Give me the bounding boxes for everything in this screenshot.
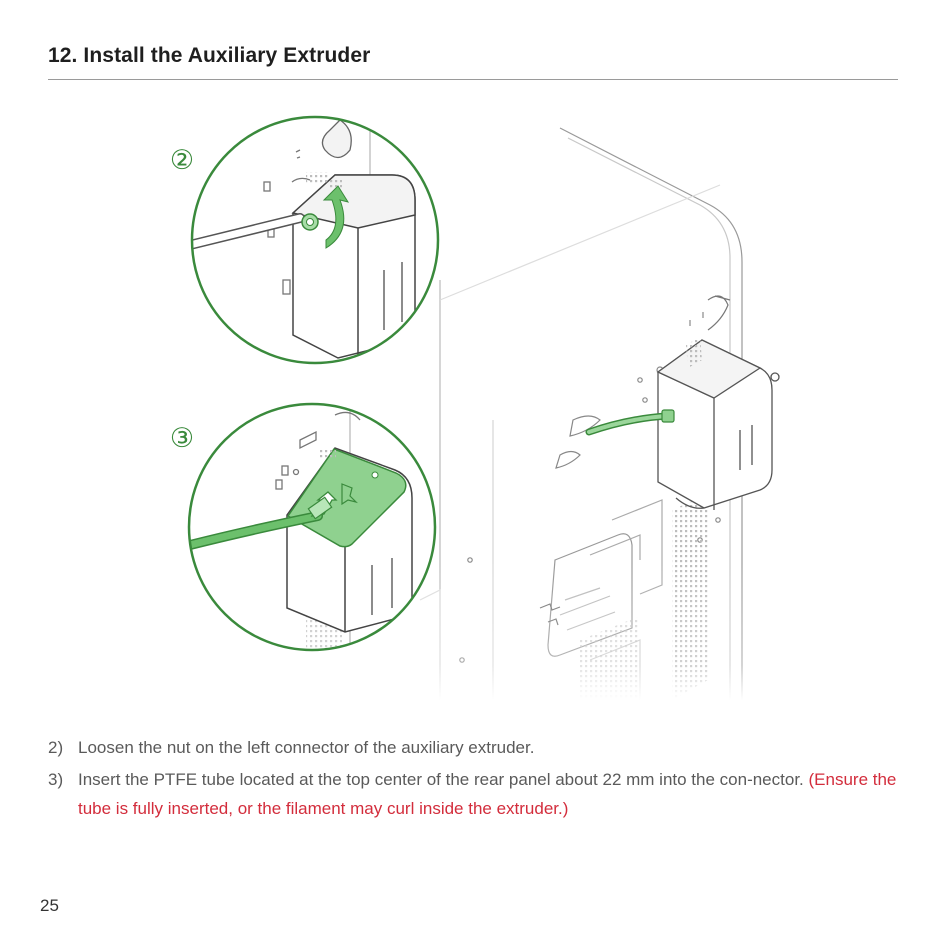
instruction-number: 2)	[48, 738, 64, 757]
auxiliary-extruder-detail-2	[291, 174, 416, 359]
instruction-item: 2) Loosen the nut on the left connector …	[48, 733, 898, 762]
detail-step-2	[192, 117, 438, 363]
callout-marker-3: ③	[170, 423, 194, 454]
warning-text: (Ensure the tube is fully inserted, or t…	[78, 770, 897, 818]
instruction-text-block: Insert the PTFE tube located at the top …	[78, 765, 898, 823]
auxiliary-extruder-main	[656, 339, 780, 510]
step-3-label: ③	[170, 423, 194, 454]
printer-rear-illustration: ② ③	[170, 115, 780, 700]
page-number: 25	[40, 896, 59, 915]
title-divider	[48, 79, 898, 80]
instruction-text: Insert the PTFE tube located at the top …	[78, 770, 809, 789]
loosen-arrow-icon	[322, 185, 350, 249]
page-title: 12. Install the Auxiliary Extruder	[48, 44, 371, 67]
instruction-item: 3) Insert the PTFE tube located at the t…	[48, 765, 898, 823]
step-2-label: ②	[170, 145, 194, 176]
callout-marker-2: ②	[170, 145, 194, 176]
instruction-number: 3)	[48, 770, 64, 789]
instruction-list: 2) Loosen the nut on the left connector …	[48, 733, 898, 826]
instruction-text: Loosen the nut on the left connector of …	[78, 738, 535, 757]
detail-step-3	[189, 404, 435, 650]
